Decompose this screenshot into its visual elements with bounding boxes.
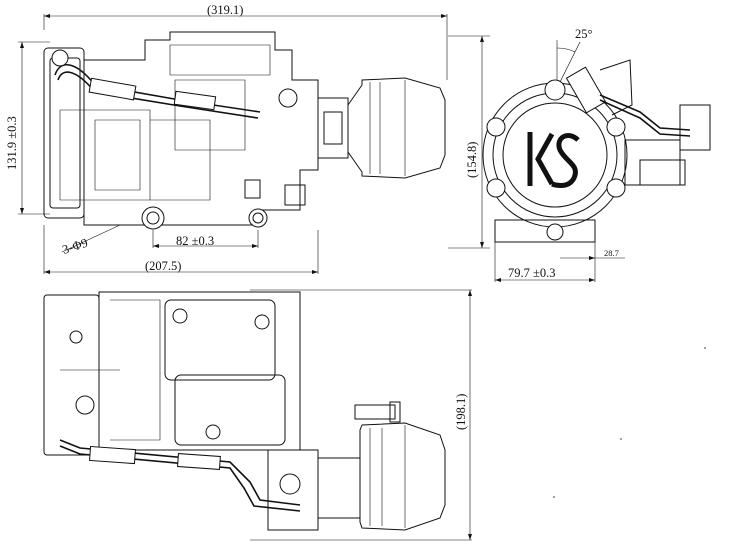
dim-overall-length: (319.1)	[207, 3, 243, 17]
dim-front-width: 79.7 ±0.3	[508, 266, 556, 280]
front-view: (154.8) 25°	[448, 27, 711, 282]
dim-base-length: (207.5)	[145, 259, 181, 273]
ks-logo	[527, 132, 580, 188]
side-view: (319.1) 131.9 ±0.3	[5, 3, 448, 274]
dim-front-height: (154.8)	[465, 142, 479, 178]
dim-top-height: (198.1)	[454, 394, 468, 430]
dim-holes: 3-Φ9	[61, 236, 90, 257]
top-view: (198.1)	[43, 289, 472, 541]
dim-angle: 25°	[575, 27, 593, 41]
dim-front-offset: 28.7	[604, 248, 619, 258]
dim-height-side: 131.9 ±0.3	[5, 116, 19, 170]
dim-mount-spacing: 82 ±0.3	[176, 234, 214, 248]
